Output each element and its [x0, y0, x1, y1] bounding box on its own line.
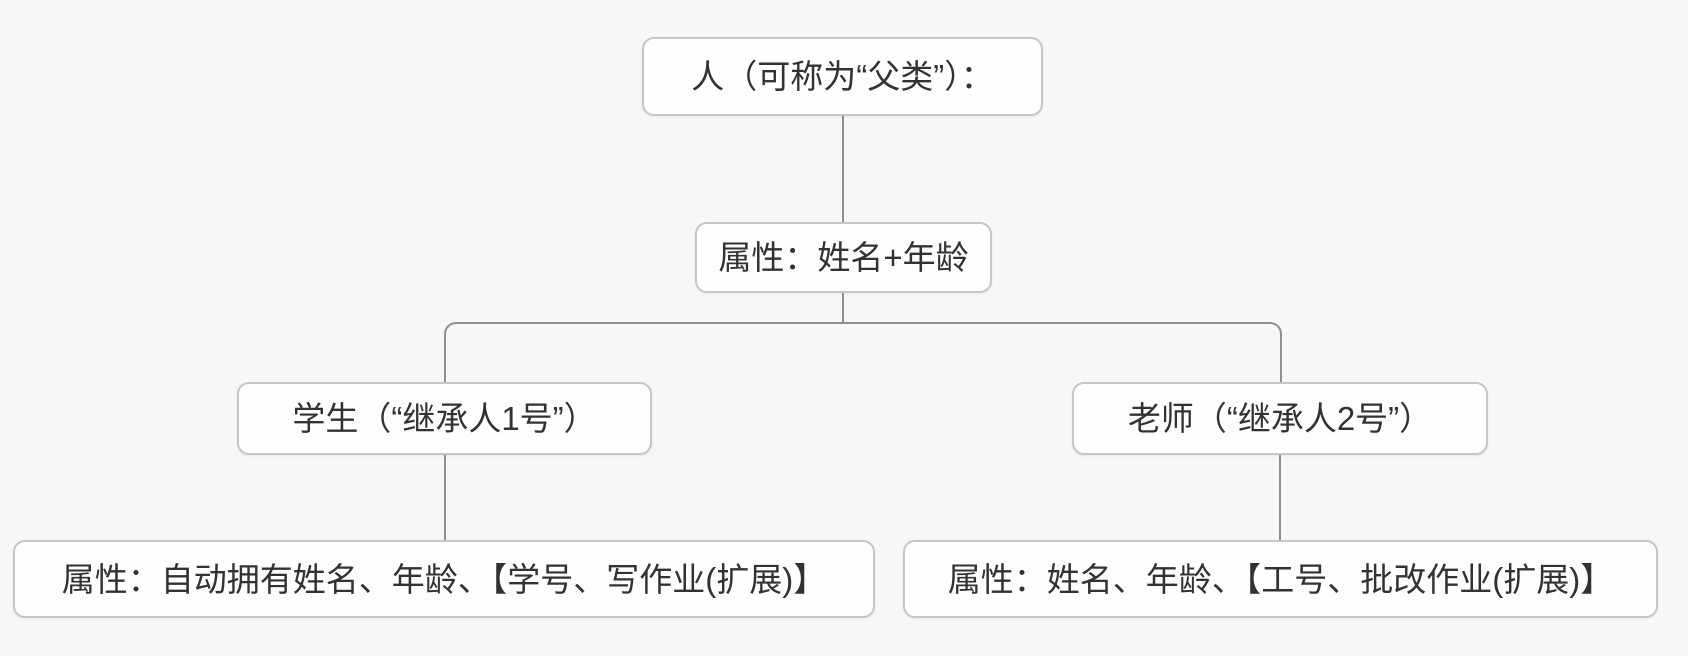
connector-root-to-attrs — [842, 116, 844, 222]
connector-teacher-to-attrs — [1279, 455, 1281, 540]
connector-attrs-branch-stub — [842, 293, 844, 324]
node-teacher-subclass[interactable]: 老师（“继承人2号”） — [1072, 382, 1488, 455]
node-student-subclass[interactable]: 学生（“继承人1号”） — [237, 382, 652, 455]
node-student-attributes[interactable]: 属性：自动拥有姓名、年龄、【学号、写作业(扩展)】 — [13, 540, 875, 618]
node-parent-attributes[interactable]: 属性：姓名+年龄 — [695, 222, 992, 293]
node-parent-class[interactable]: 人（可称为“父类”）： — [642, 37, 1043, 116]
connector-branch-split — [444, 322, 1282, 382]
connector-student-to-attrs — [444, 455, 446, 540]
node-teacher-attributes[interactable]: 属性：姓名、年龄、【工号、批改作业(扩展)】 — [903, 540, 1658, 618]
